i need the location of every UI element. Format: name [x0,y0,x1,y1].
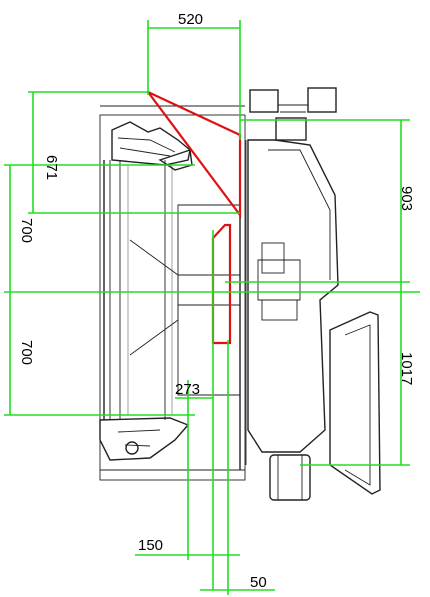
housing-panel-line [268,149,331,280]
bottom-mechanism [99,417,190,461]
motor-box [261,242,285,274]
frame-outline [99,114,246,481]
envelope-hub-profile [211,223,232,345]
dim-label-150: 150 [138,537,163,554]
dim-label-903: 903 [398,186,415,211]
dim-label-50: 50 [250,574,267,591]
dim-label-273: 273 [175,381,200,398]
housing-body [247,139,339,453]
dim-label-top-width: 520 [178,11,203,28]
top-connector-left [249,89,279,113]
shroud-cone [129,239,179,356]
bottom-mechanism-detail [117,429,161,447]
dim-label-1017: 1017 [398,352,415,385]
envelope-outline [147,91,242,345]
top-connector-right [307,87,337,113]
top-connector-bridge [278,104,308,113]
bottom-roller [125,441,139,455]
right-hood [329,311,381,495]
top-mechanism [111,121,191,166]
top-flange [275,117,307,141]
dim-label-671: 671 [43,155,60,180]
right-hood-inner [344,324,371,486]
bottom-outlet [269,454,311,501]
dim-label-700-upper: 700 [18,218,35,243]
gear-box [261,299,298,321]
envelope-top-triangle [147,91,242,219]
dim-label-700-lower: 700 [18,340,35,365]
motor-block [257,259,301,301]
top-mechanism-detail [117,137,176,157]
dimension-lines [4,20,420,595]
